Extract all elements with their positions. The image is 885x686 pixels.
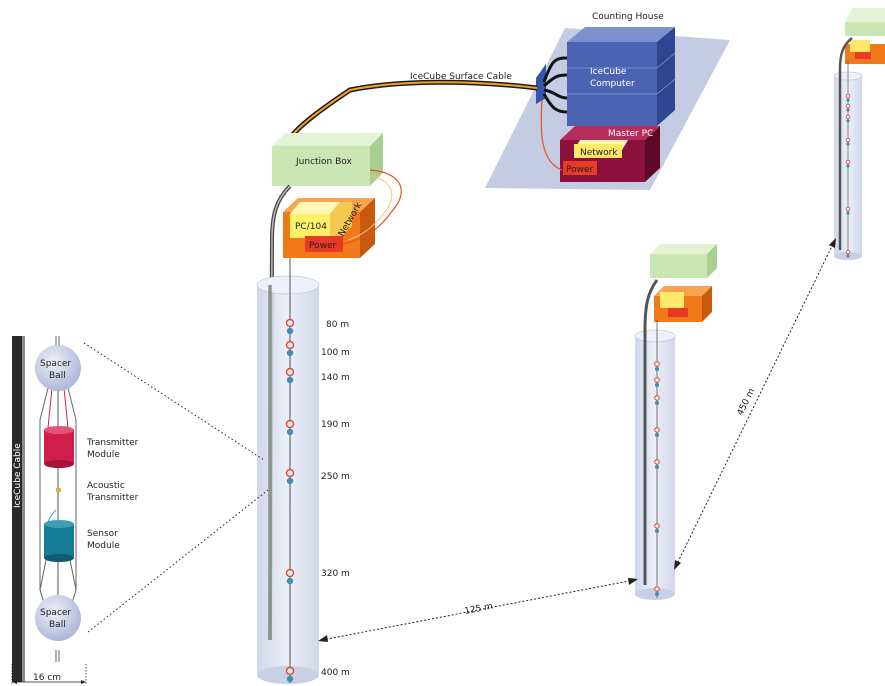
counting-house-label: Counting House [592, 12, 664, 22]
spacer-ball-bottom: Spacer Ball [35, 595, 81, 641]
pc104-power-label: Power [309, 241, 337, 251]
sensor-module-label-1: Sensor [87, 529, 118, 539]
depth-label-400: 400 m [321, 668, 350, 678]
icecube-cable [12, 336, 22, 682]
icecube-cable-label: IceCube Cable [13, 443, 23, 508]
depth-label-190: 190 m [321, 420, 350, 430]
master-network-label: Network [580, 148, 618, 158]
computer-cables [542, 56, 568, 114]
spacer-ball-top: Spacer Ball [35, 345, 81, 391]
junction-box [272, 146, 370, 186]
surface-cable-label: IceCube Surface Cable [410, 72, 512, 82]
junction-box-label: Junction Box [295, 157, 353, 167]
master-power-label: Power [566, 165, 594, 175]
master-network-board [574, 144, 622, 158]
middle-stations [654, 361, 660, 596]
spacer-ball-top-label-2: Ball [49, 371, 66, 381]
computer-label-1: IceCube [590, 67, 627, 77]
computer-label-2: Computer [590, 79, 635, 89]
master-pc-label: Master PC [608, 129, 653, 139]
middle-string [634, 244, 717, 600]
spacer-ball-bottom-label-1: Spacer [40, 608, 71, 618]
depth-label-100: 100 m [321, 348, 350, 358]
transmitter-module-label-1: Transmitter [86, 438, 139, 448]
middle-junction-box [650, 254, 707, 278]
pc104-board [290, 214, 330, 238]
depth-label-80: 80 m [326, 320, 349, 330]
depth-labels: 80 m 100 m 140 m 190 m 250 m 320 m 400 m [321, 320, 350, 678]
spacer-ball-bottom-label-2: Ball [49, 620, 66, 630]
right-stations [845, 93, 851, 258]
pc104-label: PC/104 [295, 222, 327, 232]
counting-house: Counting House IceCube Computer Master P… [485, 12, 730, 190]
inset-connector-bottom [87, 489, 269, 633]
string-detail-inset: IceCube Cable Spacer Ball [11, 336, 269, 684]
distance-450m-label: 450 m [736, 387, 758, 417]
acoustic-transmitter [56, 488, 61, 492]
sensor-module-label-2: Module [87, 541, 120, 551]
icecube-computer: IceCube Computer [567, 27, 676, 126]
cable-hub [536, 64, 546, 104]
main-surface-station: Junction Box PC/104 Network Power [268, 133, 402, 641]
right-string [833, 8, 885, 260]
transmitter-module-label-2: Module [87, 450, 120, 460]
surface-cable: IceCube Surface Cable [288, 72, 538, 140]
junction-box-top [272, 133, 383, 146]
distance-125m: 125 m [318, 578, 638, 642]
width-dimension-label: 16 cm [33, 673, 61, 683]
depth-label-320: 320 m [321, 569, 350, 579]
acoustic-transmitter-label-1: Acoustic [87, 481, 125, 491]
master-pc: Master PC Network Power [560, 126, 660, 182]
depth-label-140: 140 m [321, 373, 350, 383]
right-junction-box [845, 22, 885, 36]
master-power-board [563, 161, 597, 175]
transmitter-module [44, 426, 74, 468]
distance-125m-label: 125 m [464, 602, 494, 617]
spacer-ball-top-label-1: Spacer [40, 359, 71, 369]
acoustic-transmitter-label-2: Transmitter [86, 493, 139, 503]
main-stations [285, 318, 295, 683]
depth-label-250: 250 m [321, 472, 350, 482]
pc104-power-board [305, 236, 343, 252]
sensor-module [44, 520, 74, 562]
master-pc-cable [540, 99, 563, 171]
